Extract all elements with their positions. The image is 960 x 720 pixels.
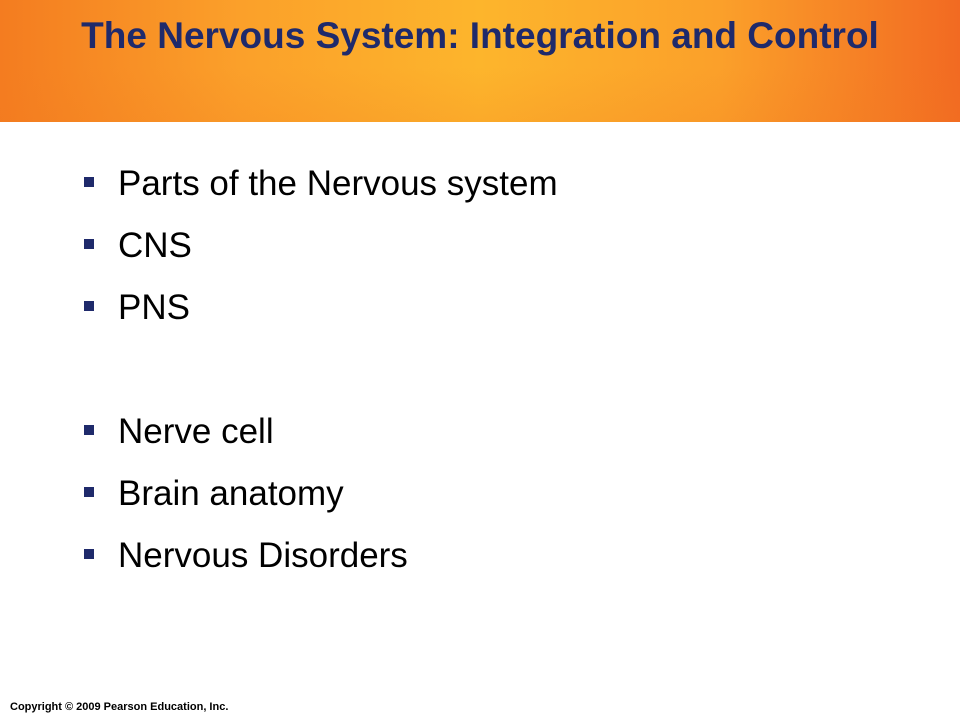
square-bullet-icon	[84, 487, 94, 497]
bullet-text: CNS	[118, 226, 192, 265]
list-item: Parts of the Nervous system	[84, 158, 558, 210]
bullet-text: Parts of the Nervous system	[118, 164, 558, 203]
square-bullet-icon	[84, 425, 94, 435]
bullet-text: Nervous Disorders	[118, 536, 408, 575]
square-bullet-icon	[84, 301, 94, 311]
slide-title: The Nervous System: Integration and Cont…	[81, 15, 879, 56]
square-bullet-icon	[84, 239, 94, 249]
bullet-text: Nerve cell	[118, 412, 274, 451]
title-banner	[0, 0, 960, 122]
copyright-notice: Copyright © 2009 Pearson Education, Inc.	[10, 701, 229, 713]
bullet-list: Parts of the Nervous system CNS PNS Nerv…	[84, 158, 558, 592]
square-bullet-icon	[84, 177, 94, 187]
list-item: CNS	[84, 220, 558, 272]
list-item: Nervous Disorders	[84, 530, 558, 582]
list-item: Nerve cell	[84, 406, 558, 458]
list-item: PNS	[84, 282, 558, 334]
list-item: Brain anatomy	[84, 468, 558, 520]
bullet-text: Brain anatomy	[118, 474, 344, 513]
square-bullet-icon	[84, 549, 94, 559]
bullet-text: PNS	[118, 288, 190, 327]
